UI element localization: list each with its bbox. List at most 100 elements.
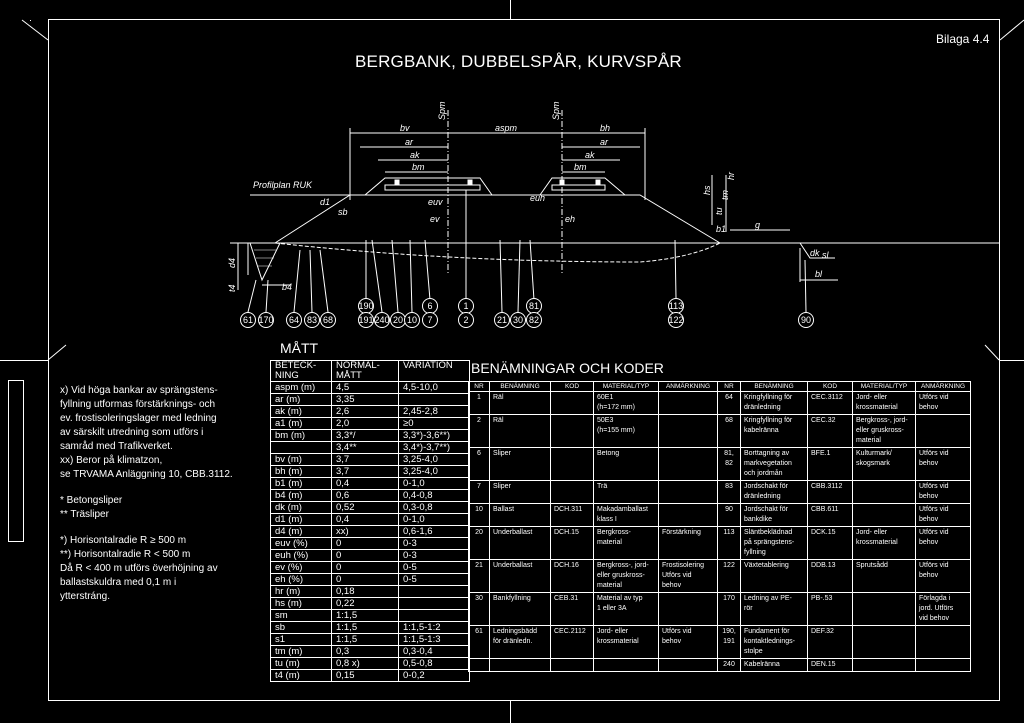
- matt-cell: 4,5-10,0: [398, 381, 470, 394]
- kod-cell: [550, 447, 594, 481]
- kod-cell: DCK.15: [807, 526, 853, 560]
- kod-cell: Förstärkning: [658, 526, 718, 560]
- kod-cell: 30: [468, 592, 490, 626]
- kod-cell: [915, 414, 971, 448]
- matt-cell: 0,15: [331, 669, 399, 682]
- note-line: Då R < 400 m utförs överhöjning av: [60, 563, 218, 574]
- note-line: ytterstráng.: [60, 591, 111, 602]
- matt-row: hs (m)0,22: [270, 597, 470, 610]
- kod-cell: DDB.13: [807, 559, 853, 593]
- matt-cell: b4 (m): [270, 489, 332, 502]
- spm-right-label: Spm: [551, 101, 561, 120]
- matt-cell: [270, 441, 332, 454]
- spm-left-label: Spm: [437, 101, 447, 120]
- note-line: x) Vid höga bankar av sprängstens-: [60, 385, 218, 396]
- matt-row: tu (m)0,8 x)0,5-0,8: [270, 657, 470, 670]
- notes: x) Vid höga bankar av sprängstens- fylln…: [60, 384, 270, 604]
- matt-row: ar (m)3,35: [270, 393, 470, 406]
- kod-cell: CEC.3112: [807, 391, 853, 415]
- kod-cell: [658, 447, 718, 481]
- matt-cell: 0,8 x): [331, 657, 399, 670]
- kod-cell: Trä: [593, 480, 659, 504]
- kod-cell: CEC.2112: [550, 625, 594, 659]
- ref-bubble: [374, 312, 390, 328]
- ref-bubble: [510, 312, 526, 328]
- kod-cell: [550, 414, 594, 448]
- kod-cell: Sliper: [489, 447, 551, 481]
- kod-cell: 90: [717, 503, 741, 527]
- kod-cell: 240: [717, 658, 741, 672]
- kod-cell: 83: [717, 480, 741, 504]
- matt-cell: 0-1,0: [398, 477, 470, 490]
- kod-cell: Bergkross- material: [593, 526, 659, 560]
- kod-cell: BFE.1: [807, 447, 853, 481]
- kod-header: MATERIAL/TYP: [593, 381, 659, 392]
- kod-cell: Fundament för kontaktlednings- stolpe: [740, 625, 808, 659]
- ref-bubble-label: 7: [427, 315, 432, 325]
- note-line: fyllning utformas förstärknings- och: [60, 399, 216, 410]
- matt-cell: 0,52: [331, 501, 399, 514]
- kod-cell: CEC.32: [807, 414, 853, 448]
- kod-cell: [658, 391, 718, 415]
- matt-cell: 1:1,5-1:2: [398, 621, 470, 634]
- kod-cell: 113: [717, 526, 741, 560]
- ak-right-label: ak: [585, 150, 595, 160]
- kod-cell: [550, 391, 594, 415]
- matt-cell: 0-5: [398, 561, 470, 574]
- note-line: ev. frostisoleringslager med ledning: [60, 413, 217, 424]
- frame-top: [48, 19, 1000, 20]
- frame-bottom: [48, 700, 1000, 701]
- matt-cell: 3,35: [331, 393, 399, 406]
- matt-cell: 3,7: [331, 453, 399, 466]
- matt-cell: eh (%): [270, 573, 332, 586]
- matt-cell: ≥0: [398, 417, 470, 430]
- ref-bubble-label: 20: [393, 315, 403, 325]
- ref-bubble-label: 68: [323, 315, 333, 325]
- matt-header: VARIATION: [398, 360, 470, 382]
- matt-cell: sm: [270, 609, 332, 622]
- kod-cell: [852, 480, 916, 504]
- bm-right-label: bm: [574, 162, 587, 172]
- side-tick-right: [999, 360, 1024, 361]
- kod-cell: Växtetablering: [740, 559, 808, 593]
- matt-cell: [398, 609, 470, 622]
- kod-cell: 190, 191: [717, 625, 741, 659]
- kod-cell: Sprutsådd: [852, 559, 916, 593]
- matt-row: bm (m)3,3*/3,3*)-3,6**): [270, 429, 470, 442]
- matt-cell: 0,4: [331, 513, 399, 526]
- kod-header: NR: [468, 381, 490, 392]
- note-line: *) Horisontalradie R ≥ 500 m: [60, 535, 187, 546]
- ref-bubble-label: 21: [497, 315, 507, 325]
- bv-label: bv: [400, 123, 410, 133]
- kod-cell: Utförs vid behov: [915, 503, 971, 527]
- kod-cell: 10: [468, 503, 490, 527]
- sb-label: sb: [338, 207, 348, 217]
- ref-bubble: [798, 312, 814, 328]
- ref-bubble-label: 90: [801, 315, 811, 325]
- matt-cell: 1:1,5: [331, 621, 399, 634]
- kod-cell: DCH.15: [550, 526, 594, 560]
- kod-cell: Förlagda i jord. Utförs vid behov: [915, 592, 971, 626]
- eh-label: eh: [565, 214, 575, 224]
- kod-cell: DCH.311: [550, 503, 594, 527]
- kod-cell: Kabelränna: [740, 658, 808, 672]
- page-title: BERGBANK, DUBBELSPÅR, KURVSPÅR: [355, 52, 682, 71]
- kod-cell: PB-.53: [807, 592, 853, 626]
- kod-cell: Underballast: [489, 526, 551, 560]
- ref-bubble-label: 81: [529, 301, 539, 311]
- matt-cell: 0-0,2: [398, 669, 470, 682]
- note-line: ** Träsliper: [60, 509, 109, 520]
- matt-cell: 3,4**: [331, 441, 399, 454]
- kod-cell: [550, 480, 594, 504]
- kod-cell: Kringfyllning för dränledning: [740, 391, 808, 415]
- kod-cell: [550, 658, 594, 672]
